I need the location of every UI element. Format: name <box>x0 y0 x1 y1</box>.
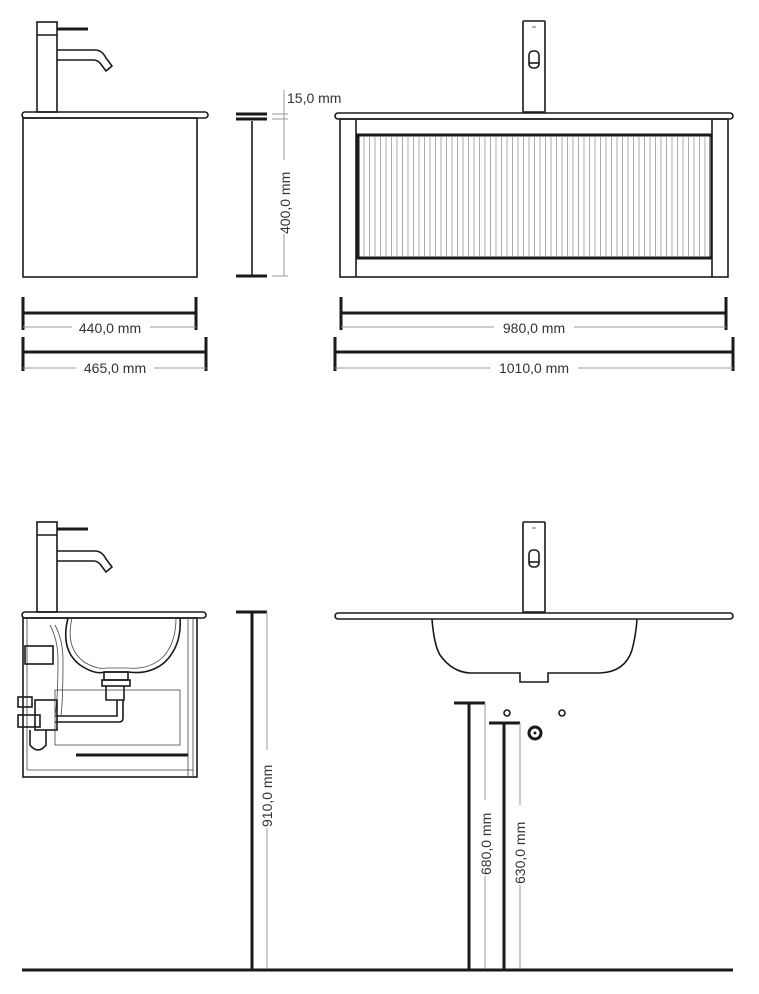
cabinet-depth-label: 440,0 mm <box>79 320 141 336</box>
side-view-closed <box>21 21 209 278</box>
width-dimensions-side: 440,0 mm 465,0 mm <box>21 297 208 376</box>
faucet-side <box>36 21 114 113</box>
cabinet-height-label: 400,0 mm <box>277 172 293 234</box>
countertop-side <box>21 111 209 119</box>
cabinet-front <box>339 118 729 278</box>
height-dimension-630: 630,0 mm <box>489 721 528 970</box>
top-thickness-label: 15,0 mm <box>287 90 341 106</box>
fluted-drawer-front <box>356 133 713 260</box>
total-width-label: 1010,0 mm <box>499 360 569 376</box>
cabinet-section <box>22 617 198 778</box>
water-valve <box>24 645 54 665</box>
faucet-side-section <box>36 521 114 613</box>
countertop-front <box>334 112 734 120</box>
top-height-label: 910,0 mm <box>259 765 275 827</box>
faucet-front-bottom <box>522 521 546 613</box>
height-dimension-top: 15,0 mm 400,0 mm <box>236 90 341 278</box>
water-supply-height-label: 630,0 mm <box>512 822 528 884</box>
drawer-flutes <box>363 137 711 256</box>
total-depth-label: 465,0 mm <box>84 360 146 376</box>
wall-connections <box>503 709 566 741</box>
faucet-front <box>522 20 546 113</box>
width-dimensions-front: 980,0 mm 1010,0 mm <box>333 297 735 376</box>
basin-section <box>64 617 182 674</box>
front-view-closed <box>334 20 734 278</box>
height-dimension-680: 680,0 mm <box>454 701 494 970</box>
height-dimension-910: 910,0 mm <box>236 610 275 970</box>
drain-pipe <box>55 700 124 723</box>
side-section-view <box>17 521 207 778</box>
basin-front <box>431 618 638 683</box>
drain-height-label: 680,0 mm <box>478 813 494 875</box>
cabinet-width-label: 980,0 mm <box>503 320 565 336</box>
cabinet-side <box>22 117 198 278</box>
front-basin-view <box>334 521 734 741</box>
